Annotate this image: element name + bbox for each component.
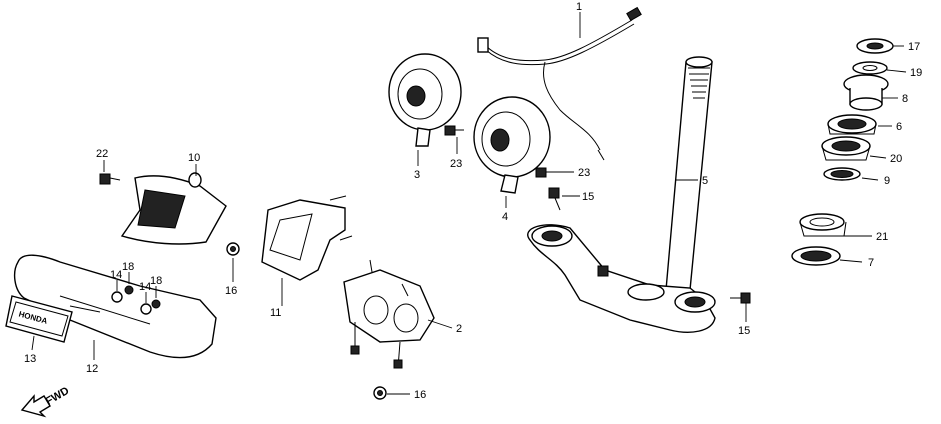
bolt-15a: [548, 187, 561, 211]
inner-race-6: [827, 114, 877, 135]
label-23b: 23: [578, 167, 590, 179]
callout-labels: 1 2 3 4 5 6 7 8 9 10 11 12 13 14 14 15 1…: [24, 1, 922, 401]
label-12: 12: [86, 363, 98, 375]
label-20: 20: [890, 153, 902, 165]
label-11: 11: [270, 307, 281, 319]
bearing-20: [821, 136, 871, 161]
bolt-23a: [444, 125, 464, 136]
label-8: 8: [902, 93, 908, 105]
washer-19: [852, 61, 888, 75]
outer-race-9: [823, 167, 861, 181]
bolt-22: [99, 173, 121, 185]
label-9: 9: [884, 175, 890, 187]
wire-harness: [477, 6, 642, 161]
adjust-nut-8: [843, 74, 889, 111]
emblem-13: HONDA: [5, 295, 73, 343]
label-16a: 16: [225, 285, 237, 297]
horn-3: [388, 53, 462, 147]
bolt-23b: [535, 167, 556, 178]
label-15b: 15: [738, 325, 750, 337]
label-14a: 14: [110, 269, 122, 281]
label-21: 21: [876, 231, 888, 243]
label-16b: 16: [414, 389, 426, 401]
label-17: 17: [908, 41, 920, 53]
grommet-18b: [151, 299, 161, 309]
grommet-14a: [111, 291, 123, 303]
label-18b: 18: [150, 275, 162, 287]
seal-7: [791, 246, 841, 266]
leader-lines: [31, 12, 907, 395]
label-14b: 14: [139, 281, 151, 293]
label-2: 2: [456, 323, 462, 335]
nut-16b: [373, 386, 387, 400]
steering-stem: [527, 56, 716, 333]
label-3: 3: [414, 169, 420, 181]
bearing-21: [799, 213, 847, 237]
label-23a: 23: [450, 158, 462, 170]
label-1: 1: [576, 1, 582, 13]
cover-12: [13, 254, 217, 359]
cover-10: [120, 172, 227, 245]
bolt-15b: [730, 292, 751, 304]
bracket-2: [343, 259, 435, 369]
label-18a: 18: [122, 261, 134, 273]
label-10: 10: [188, 152, 200, 164]
nut-16a: [226, 242, 240, 256]
dust-seal-17: [856, 38, 894, 54]
label-4: 4: [502, 211, 508, 223]
fwd-label: FWD: [44, 385, 72, 408]
label-13: 13: [24, 353, 36, 365]
grommet-18a: [124, 285, 134, 295]
grommet-14b: [140, 303, 152, 315]
fwd-arrow: FWD: [20, 385, 72, 418]
label-5: 5: [702, 175, 708, 187]
bracket-11: [261, 195, 353, 281]
label-6: 6: [896, 121, 902, 133]
label-7: 7: [868, 257, 874, 269]
label-22: 22: [96, 148, 108, 160]
horn-4: [473, 96, 551, 194]
label-15a: 15: [582, 191, 594, 203]
label-19: 19: [910, 67, 922, 79]
